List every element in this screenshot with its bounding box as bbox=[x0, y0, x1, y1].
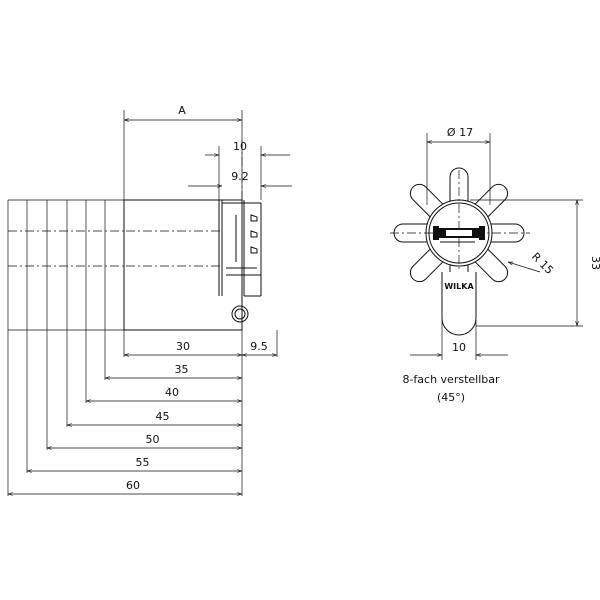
dim-radius: R 15 bbox=[508, 250, 556, 277]
dim-9-2-label: 9.2 bbox=[231, 170, 249, 183]
length-dim-label: 40 bbox=[165, 386, 179, 399]
dim-a-label: A bbox=[178, 104, 186, 117]
length-dimensions: 35 40 45 50 55 60 bbox=[8, 363, 242, 494]
dim-9-5-label: 9.5 bbox=[250, 340, 268, 353]
caption-line1: 8-fach verstellbar bbox=[402, 373, 500, 386]
dim-a: A bbox=[123, 104, 243, 200]
length-dim-label: 60 bbox=[126, 479, 140, 492]
star-petal bbox=[409, 247, 445, 283]
cylinder-body bbox=[123, 199, 243, 331]
star-petal bbox=[473, 183, 509, 219]
star-petal bbox=[489, 223, 525, 243]
dim-height: 33 bbox=[470, 199, 600, 327]
star-petal bbox=[449, 167, 469, 203]
radius-label: R 15 bbox=[529, 250, 556, 277]
dim-30-label: 30 bbox=[176, 340, 190, 353]
screw-hole bbox=[231, 305, 249, 323]
dim-30-9-5: 30 9.5 bbox=[124, 340, 277, 355]
length-grid bbox=[7, 199, 278, 496]
dim-cam-width: 10 bbox=[410, 320, 508, 360]
brand-text: WILKA bbox=[444, 282, 474, 291]
dim-10-top-label: 10 bbox=[233, 140, 247, 153]
caption-line2: (45°) bbox=[437, 391, 465, 404]
dim-10-top: 10 bbox=[205, 140, 290, 200]
star-petal bbox=[409, 183, 445, 219]
star-petal bbox=[473, 247, 509, 283]
length-dim-label: 50 bbox=[146, 433, 160, 446]
dim-diameter: Ø 17 bbox=[426, 126, 491, 205]
side-view: A 10 9.2 30 9.5 35 40 45 50 55 60 bbox=[7, 104, 292, 496]
height-label: 33 bbox=[589, 256, 600, 270]
cam-face bbox=[218, 200, 262, 297]
cam-width-label: 10 bbox=[452, 341, 466, 354]
diameter-label: Ø 17 bbox=[447, 126, 473, 139]
cam: WILKA bbox=[441, 272, 477, 336]
front-view: Ø 17 WILKA 33 bbox=[390, 126, 600, 404]
length-dim-label: 55 bbox=[136, 456, 150, 469]
length-dim-label: 35 bbox=[175, 363, 189, 376]
length-dim-label: 45 bbox=[156, 410, 170, 423]
keyway bbox=[433, 226, 485, 243]
dim-9-2: 9.2 bbox=[188, 170, 292, 186]
